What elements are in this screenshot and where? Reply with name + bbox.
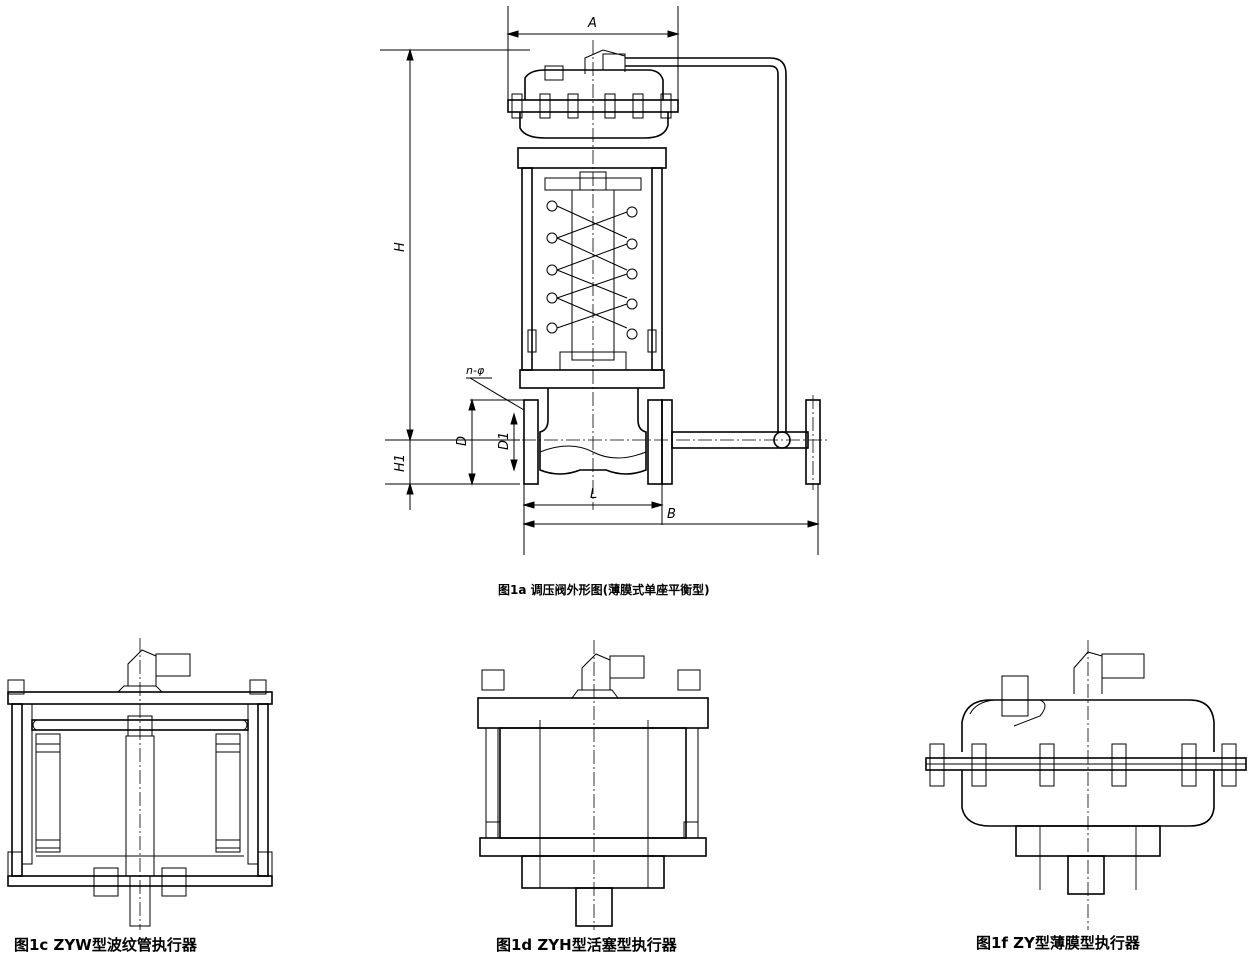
caption-fig1a: 图1a 调压阀外形图(薄膜式单座平衡型) <box>498 582 710 597</box>
dim-label-d: D <box>455 436 470 446</box>
dim-label-h: H <box>393 242 408 252</box>
fig1d-piston-actuator <box>477 640 709 930</box>
dim-label-b: B <box>667 507 676 522</box>
caption-fig1f: 图1f ZY型薄膜型执行器 <box>976 934 1141 952</box>
impulse-pipe <box>625 57 791 449</box>
fig1f-diaphragm-actuator <box>925 640 1247 930</box>
spring-coils <box>546 200 638 340</box>
fig1c-bellows-actuator <box>7 638 273 930</box>
dimension-lines <box>380 6 820 555</box>
diaphragm-actuator <box>507 49 679 139</box>
dim-label-n-phi: n-φ <box>466 364 485 377</box>
dim-label-l: L <box>590 487 597 502</box>
dim-label-h1: H1 <box>393 454 408 472</box>
fig1a-valve-drawing: A H H1 D D1 n-φ L B <box>380 6 830 555</box>
dim-label-a: A <box>587 16 597 31</box>
spring-housing <box>517 147 667 389</box>
caption-fig1d: 图1d ZYH型活塞型执行器 <box>496 936 678 954</box>
valve-body <box>500 388 830 490</box>
dim-label-d1: D1 <box>497 432 512 450</box>
caption-fig1c: 图1c ZYW型波纹管执行器 <box>14 936 198 954</box>
